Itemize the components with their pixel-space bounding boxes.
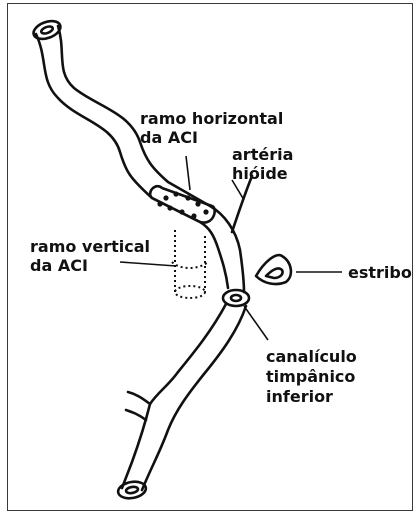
canaliculus-ring: [223, 290, 249, 306]
vessel-bottom-lumen: [126, 486, 139, 494]
stapes-shape: [256, 255, 291, 284]
label-canaliculus: canalículo timpânico inferior: [266, 347, 362, 406]
label-vertical-branch: ramo vertical da ACI: [30, 237, 156, 275]
vertical-branch-dotted: [172, 230, 208, 298]
leader-vertical-branch: [120, 262, 176, 266]
vessel-top-lumen: [40, 25, 53, 35]
vessel-top-end: [31, 18, 63, 43]
label-hyoid-artery: artéria hióide: [232, 145, 299, 183]
leader-canaliculus: [244, 306, 268, 340]
leader-horizontal-branch: [186, 156, 190, 190]
canaliculus-lumen: [231, 295, 241, 301]
label-stapes: estribo: [348, 263, 412, 282]
label-horizontal-branch: ramo horizontal da ACI: [140, 109, 289, 147]
leader-hyoid-artery: [232, 180, 244, 200]
